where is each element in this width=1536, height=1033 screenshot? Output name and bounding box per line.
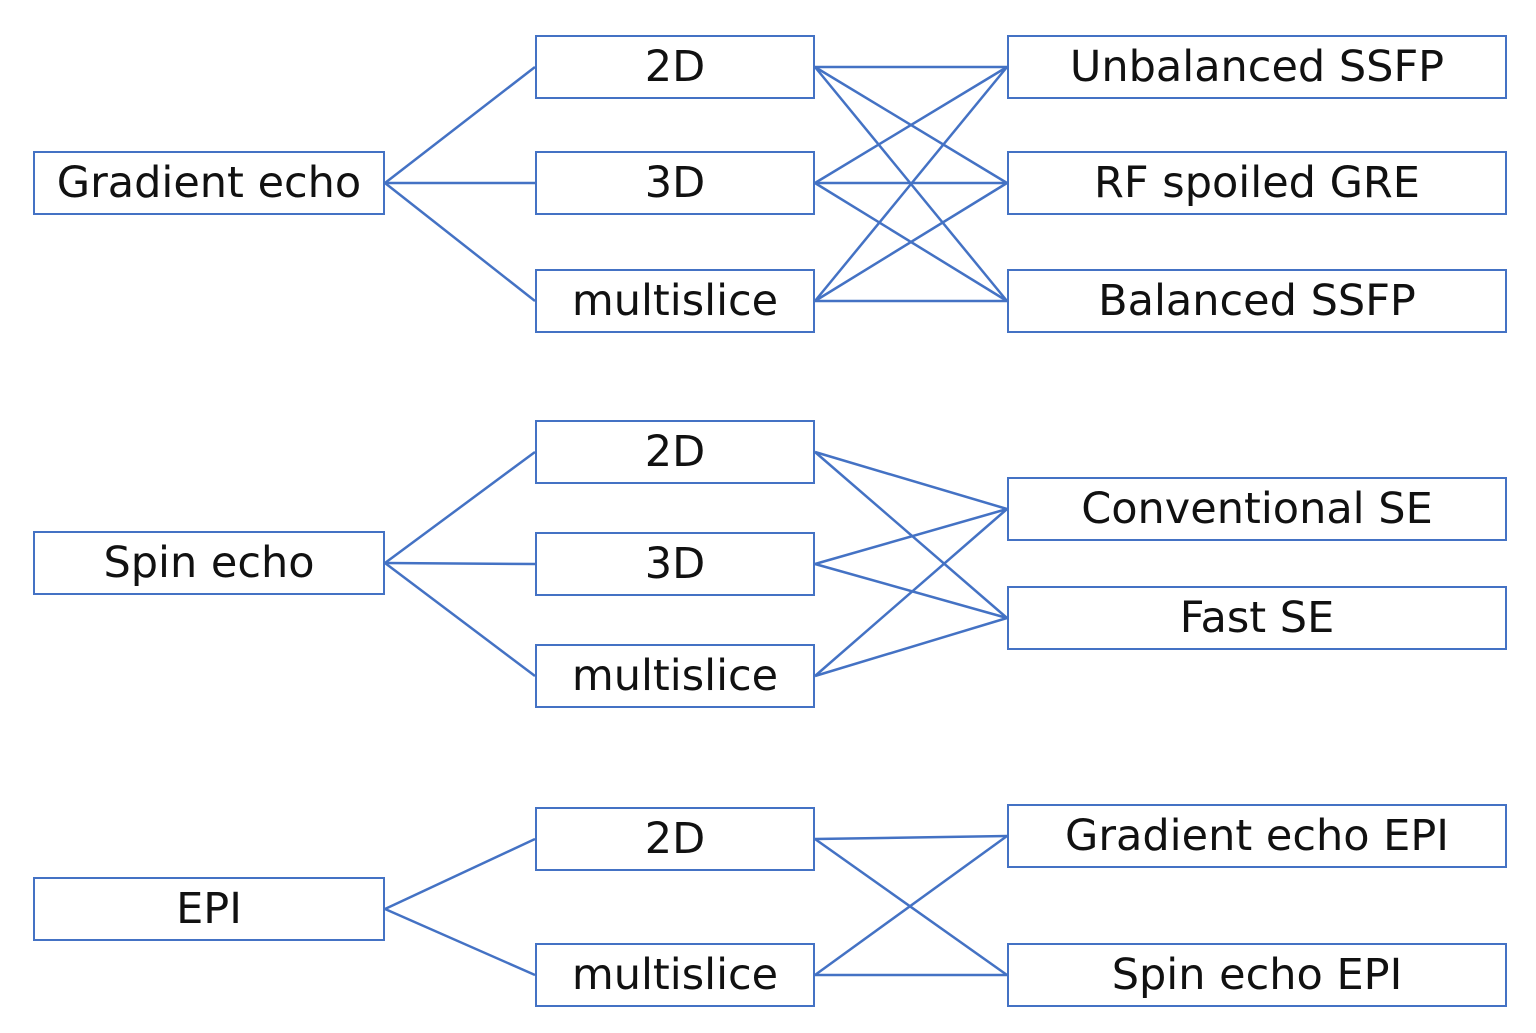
dimension-to-type-connector	[814, 508, 1008, 677]
dimension-node-2d: 2D	[535, 807, 815, 871]
type-node-rf-spoiled-gre: RF spoiled GRE	[1007, 151, 1507, 215]
dimension-to-type-connector	[814, 65, 1008, 185]
dimension-to-type-connector	[814, 616, 1008, 678]
type-node-conventional-se: Conventional SE	[1007, 477, 1507, 541]
dimension-node-2d: 2D	[535, 35, 815, 99]
dimension-to-type-connector	[814, 66, 1008, 302]
dimension-node-2d: 2D	[535, 420, 815, 484]
root-node-spin-echo: Spin echo	[33, 531, 385, 595]
dimension-to-type-connector	[814, 834, 1008, 977]
root-node-epi: EPI	[33, 877, 385, 941]
type-node-unbalanced-ssfp: Unbalanced SSFP	[1007, 35, 1507, 99]
type-node-fast-se: Fast SE	[1007, 586, 1507, 650]
dimension-to-type-connector	[814, 181, 1008, 303]
dimension-node-3d: 3D	[535, 151, 815, 215]
dimension-to-type-connector	[814, 507, 1008, 566]
dimension-to-type-connector	[814, 834, 1008, 841]
dimension-to-type-connector	[814, 451, 1008, 619]
root-node-gradient-echo: Gradient echo	[33, 151, 385, 215]
type-node-gradient-echo-epi: Gradient echo EPI	[1007, 804, 1507, 868]
dimension-node-multislice: multislice	[535, 943, 815, 1007]
dimension-node-3d: 3D	[535, 532, 815, 596]
type-node-spin-echo-epi: Spin echo EPI	[1007, 943, 1507, 1007]
root-to-dimension-connector	[384, 450, 536, 565]
root-to-dimension-connector	[384, 182, 536, 302]
root-to-dimension-connector	[384, 66, 536, 184]
dimension-to-type-connector	[814, 450, 1008, 511]
root-to-dimension-connector	[384, 907, 536, 977]
dimension-node-multislice: multislice	[535, 269, 815, 333]
root-to-dimension-connector	[384, 562, 536, 677]
root-to-dimension-connector	[384, 561, 536, 566]
root-to-dimension-connector	[384, 837, 536, 911]
type-node-balanced-ssfp: Balanced SSFP	[1007, 269, 1507, 333]
dimension-node-multislice: multislice	[535, 644, 815, 708]
